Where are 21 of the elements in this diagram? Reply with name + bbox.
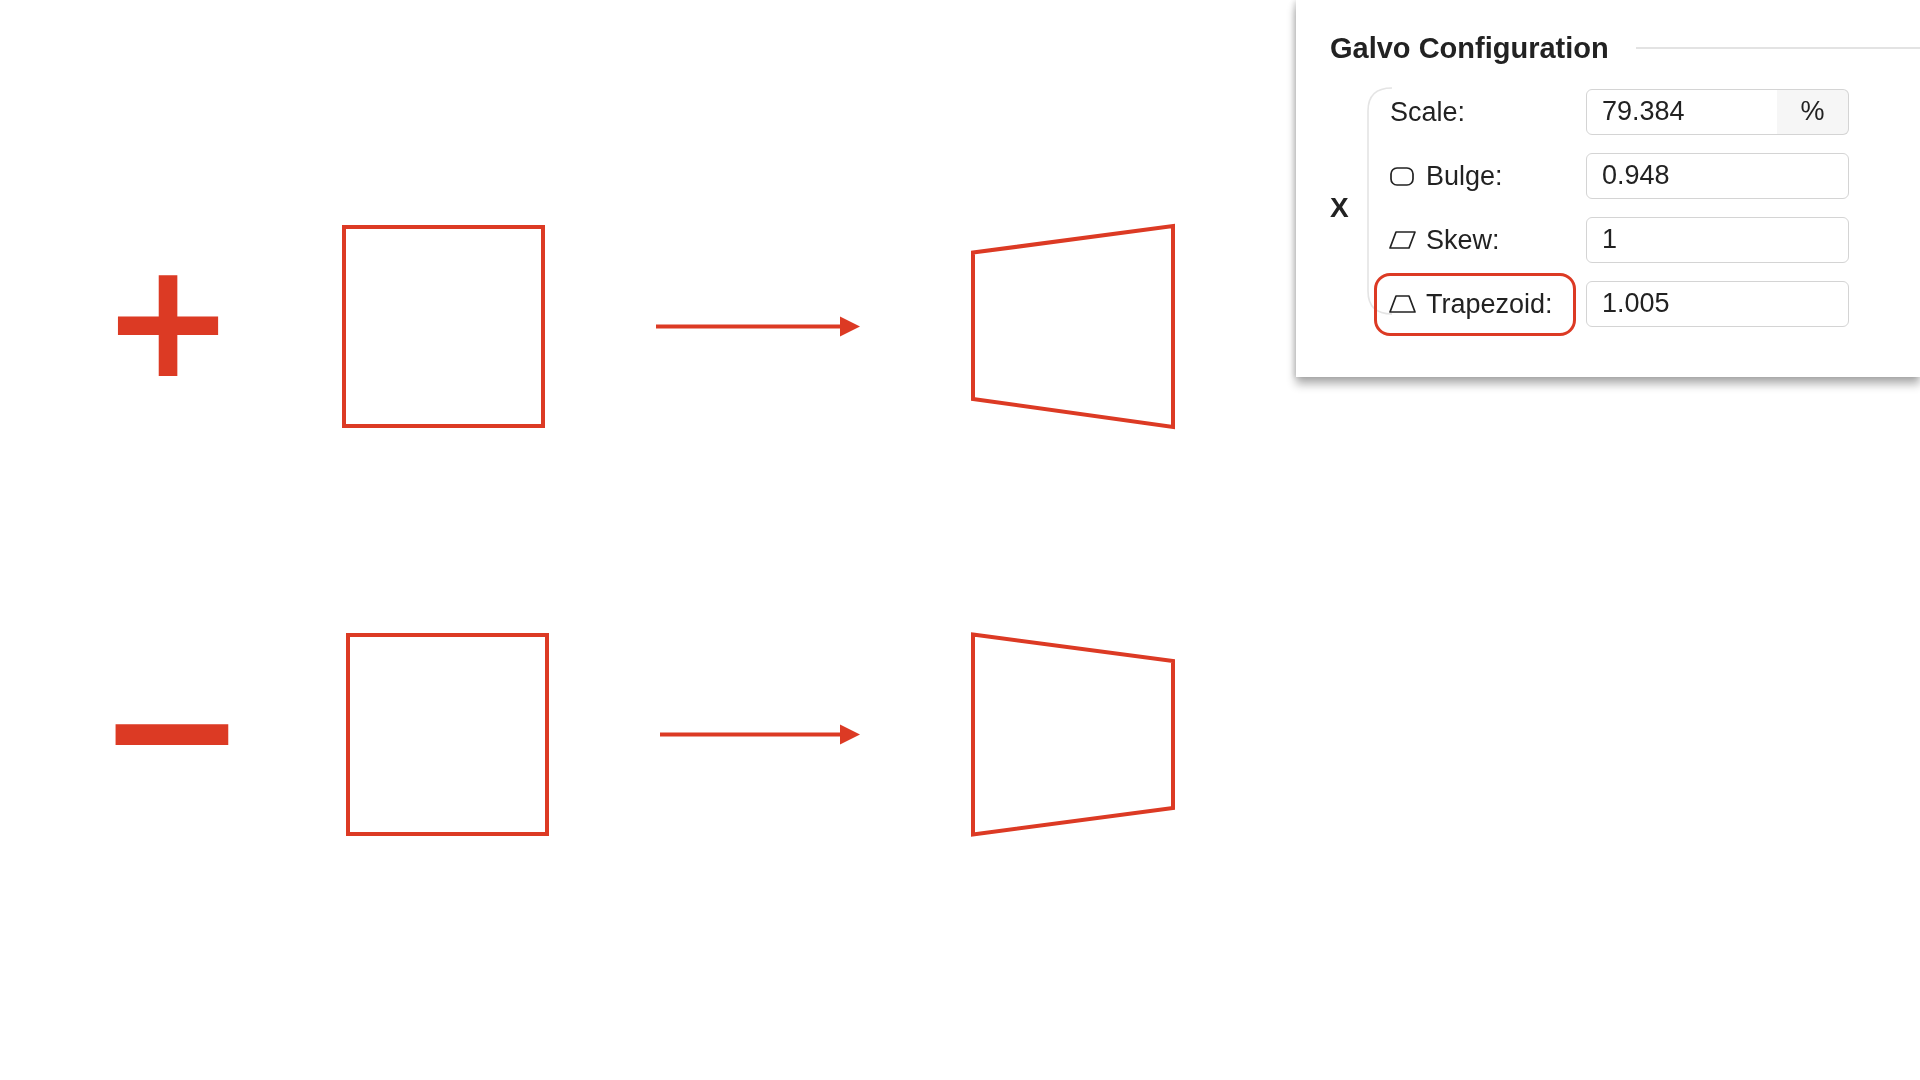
minus-sign: −	[96, 705, 248, 753]
highlight-outline	[1374, 273, 1576, 336]
number-field: 1.005	[1586, 281, 1849, 327]
unit-segment: %	[1777, 89, 1849, 135]
field-label: Scale:	[1390, 96, 1466, 129]
number-field: 0.948	[1586, 153, 1849, 199]
arrow	[656, 316, 860, 337]
square-outline	[342, 225, 545, 428]
trapezoid-outline	[971, 632, 1175, 837]
field-label: Trapezoid:	[1426, 288, 1553, 321]
panel-title: Galvo Configuration	[1330, 31, 1609, 65]
trapezoid-outline	[971, 224, 1175, 429]
arrow	[660, 724, 860, 745]
field-label: Bulge:	[1426, 160, 1503, 193]
axis-label: X	[1330, 191, 1349, 225]
settings-panel	[1296, 0, 1920, 377]
plus-sign: +	[100, 263, 236, 379]
square-outline	[346, 633, 549, 836]
field-label: Skew:	[1426, 224, 1500, 257]
number-field: 79.384	[1586, 89, 1778, 135]
number-field: 1	[1586, 217, 1849, 263]
